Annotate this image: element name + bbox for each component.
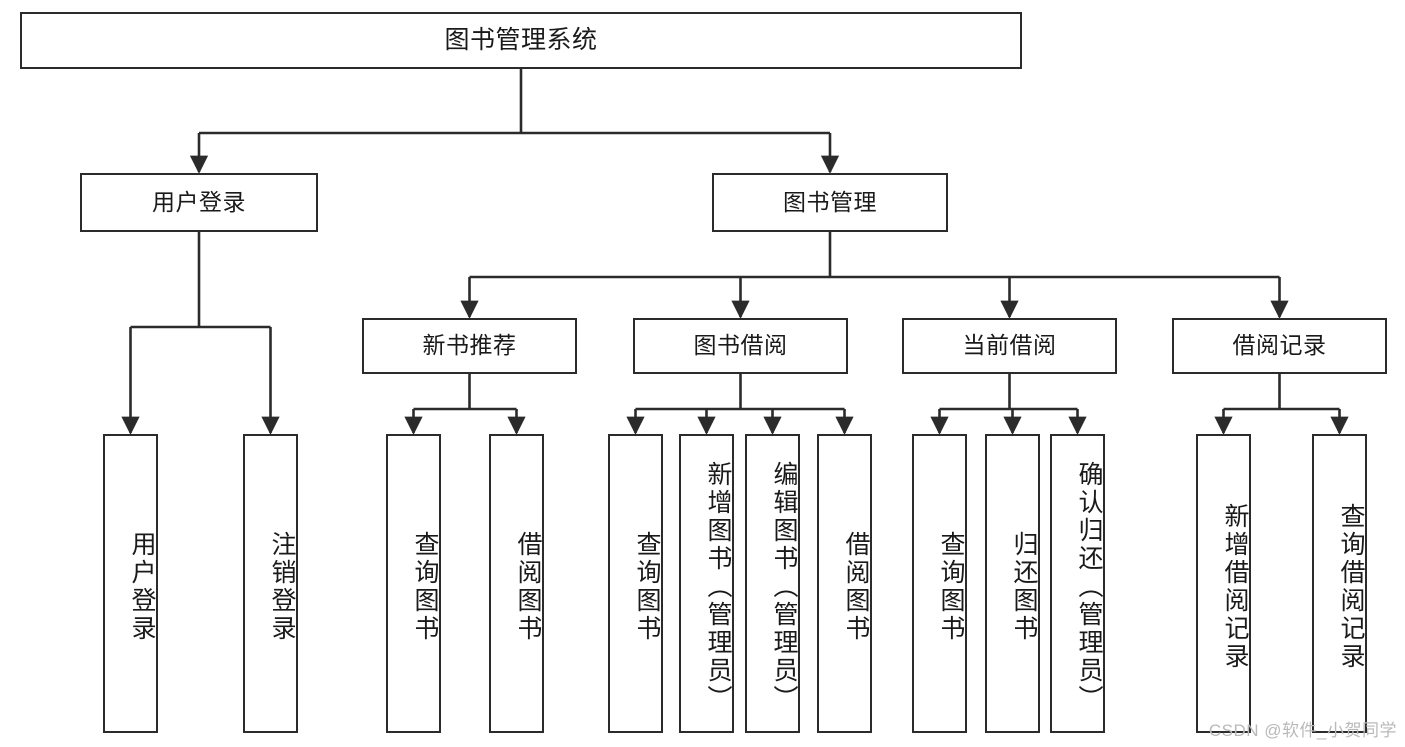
node-label: 归还图书 <box>1010 530 1038 643</box>
node-label: 图书管理 <box>783 188 877 215</box>
node-leaf-add-book-admin[interactable]: 新增图书（管理员） <box>679 434 734 733</box>
node-current-borrow[interactable]: 当前借阅 <box>902 318 1117 374</box>
node-root-book-management-system[interactable]: 图书管理系统 <box>20 12 1022 69</box>
node-leaf-query-books-recommend[interactable]: 查询图书 <box>386 434 441 733</box>
node-label: 注销登录 <box>268 530 296 643</box>
node-book-management[interactable]: 图书管理 <box>712 173 948 232</box>
node-label: 新书推荐 <box>422 332 517 359</box>
node-leaf-edit-book-admin[interactable]: 编辑图书（管理员） <box>745 434 800 733</box>
node-label: 用户登录 <box>152 188 246 215</box>
node-leaf-return-books[interactable]: 归还图书 <box>985 434 1040 733</box>
node-label: 借阅图书 <box>514 530 542 643</box>
node-leaf-borrow-books[interactable]: 借阅图书 <box>817 434 872 733</box>
node-label: 借阅图书 <box>842 530 870 643</box>
node-leaf-query-books-borrow[interactable]: 查询图书 <box>608 434 663 733</box>
node-leaf-borrow-books-recommend[interactable]: 借阅图书 <box>489 434 544 733</box>
node-user-login[interactable]: 用户登录 <box>80 173 318 232</box>
node-leaf-query-borrow-record[interactable]: 查询借阅记录 <box>1312 434 1367 733</box>
watermark-text: CSDN @软件_小贺同学 <box>1208 721 1397 740</box>
node-label: 确认归还（管理员） <box>1075 460 1103 713</box>
node-borrow-record[interactable]: 借阅记录 <box>1172 318 1387 374</box>
node-leaf-logout[interactable]: 注销登录 <box>243 434 298 733</box>
node-label: 当前借阅 <box>962 332 1057 359</box>
node-leaf-user-login[interactable]: 用户登录 <box>103 434 158 733</box>
node-leaf-confirm-return-admin[interactable]: 确认归还（管理员） <box>1050 434 1105 733</box>
node-label: 查询图书 <box>937 530 965 643</box>
node-label: 查询图书 <box>411 530 439 643</box>
node-new-book-recommend[interactable]: 新书推荐 <box>362 318 577 374</box>
node-label: 用户登录 <box>128 530 156 643</box>
node-label: 图书借阅 <box>693 332 788 359</box>
node-label: 借阅记录 <box>1232 332 1327 359</box>
node-label: 新增借阅记录 <box>1221 502 1249 671</box>
node-book-borrow[interactable]: 图书借阅 <box>633 318 848 374</box>
node-label: 图书管理系统 <box>444 25 598 54</box>
node-leaf-query-books-current[interactable]: 查询图书 <box>912 434 967 733</box>
node-label: 查询图书 <box>633 530 661 643</box>
node-label: 编辑图书（管理员） <box>770 460 798 713</box>
node-label: 查询借阅记录 <box>1337 502 1365 671</box>
node-leaf-add-borrow-record[interactable]: 新增借阅记录 <box>1196 434 1251 733</box>
node-label: 新增图书（管理员） <box>704 460 732 713</box>
